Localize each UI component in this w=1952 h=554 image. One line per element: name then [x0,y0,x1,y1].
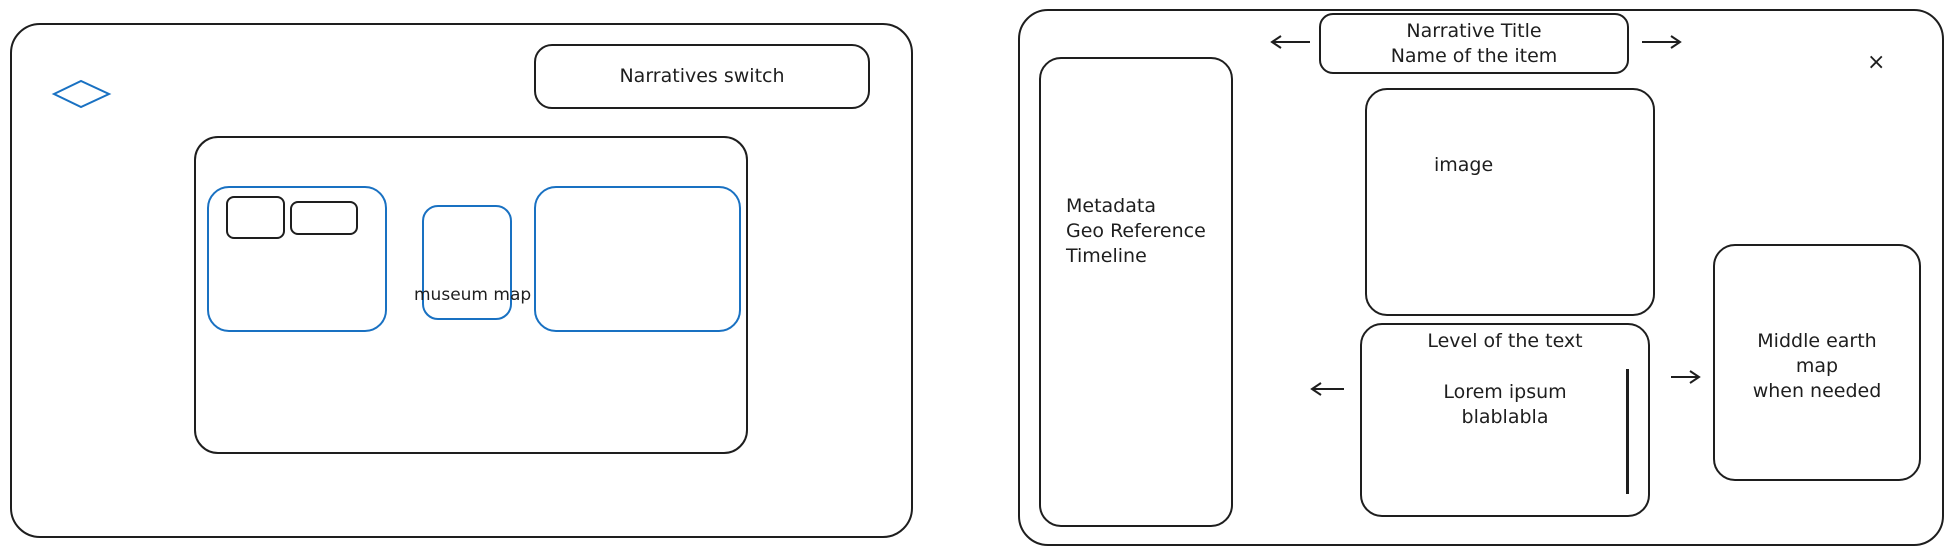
right-arrow-icon[interactable] [1669,369,1701,385]
map-panel-line-3: when needed [1752,380,1882,402]
middle-earth-map-panel: Middle earth map when needed [1713,244,1921,481]
museum-map-card[interactable] [422,205,512,320]
map-panel-line-2: map [1795,355,1839,377]
timeline-label: Timeline [1066,245,1147,267]
thumbnail-group-card[interactable] [207,186,387,332]
museum-map-label: museum map [414,285,532,305]
previous-arrow-icon[interactable] [1270,34,1312,50]
narratives-switch-button[interactable]: Narratives switch [534,44,870,109]
image-panel: image [1365,88,1655,316]
text-scrollbar[interactable] [1626,369,1629,494]
metadata-label: Metadata [1066,195,1156,217]
left-arrow-icon[interactable] [1310,381,1346,397]
large-content-card[interactable] [534,186,741,332]
metadata-panel [1039,57,1233,527]
next-arrow-icon[interactable] [1640,34,1682,50]
content-panel [194,136,748,454]
right-frame [1018,9,1944,546]
metadata-text: Metadata Geo Reference Timeline [1066,194,1206,269]
thumbnail-2[interactable] [290,201,358,235]
text-panel: Level of the text Lorem ipsum blablabla [1360,323,1650,517]
image-label: image [1434,154,1494,176]
narrative-title: Narrative Title [1406,20,1542,42]
left-frame [10,23,913,538]
map-panel-line-1: Middle earth [1757,330,1877,352]
close-icon[interactable]: × [1867,50,1886,75]
narratives-switch-label: Narratives switch [619,65,785,87]
geo-reference-label: Geo Reference [1066,220,1206,242]
item-name: Name of the item [1390,45,1558,67]
thumbnail-1[interactable] [226,196,285,239]
text-level-label: Level of the text [1427,330,1583,352]
diamond-logo-icon [51,79,112,109]
body-text-line-2: blablabla [1461,406,1549,428]
body-text-line-1: Lorem ipsum [1443,381,1567,403]
narrative-title-box: Narrative Title Name of the item [1319,13,1629,74]
